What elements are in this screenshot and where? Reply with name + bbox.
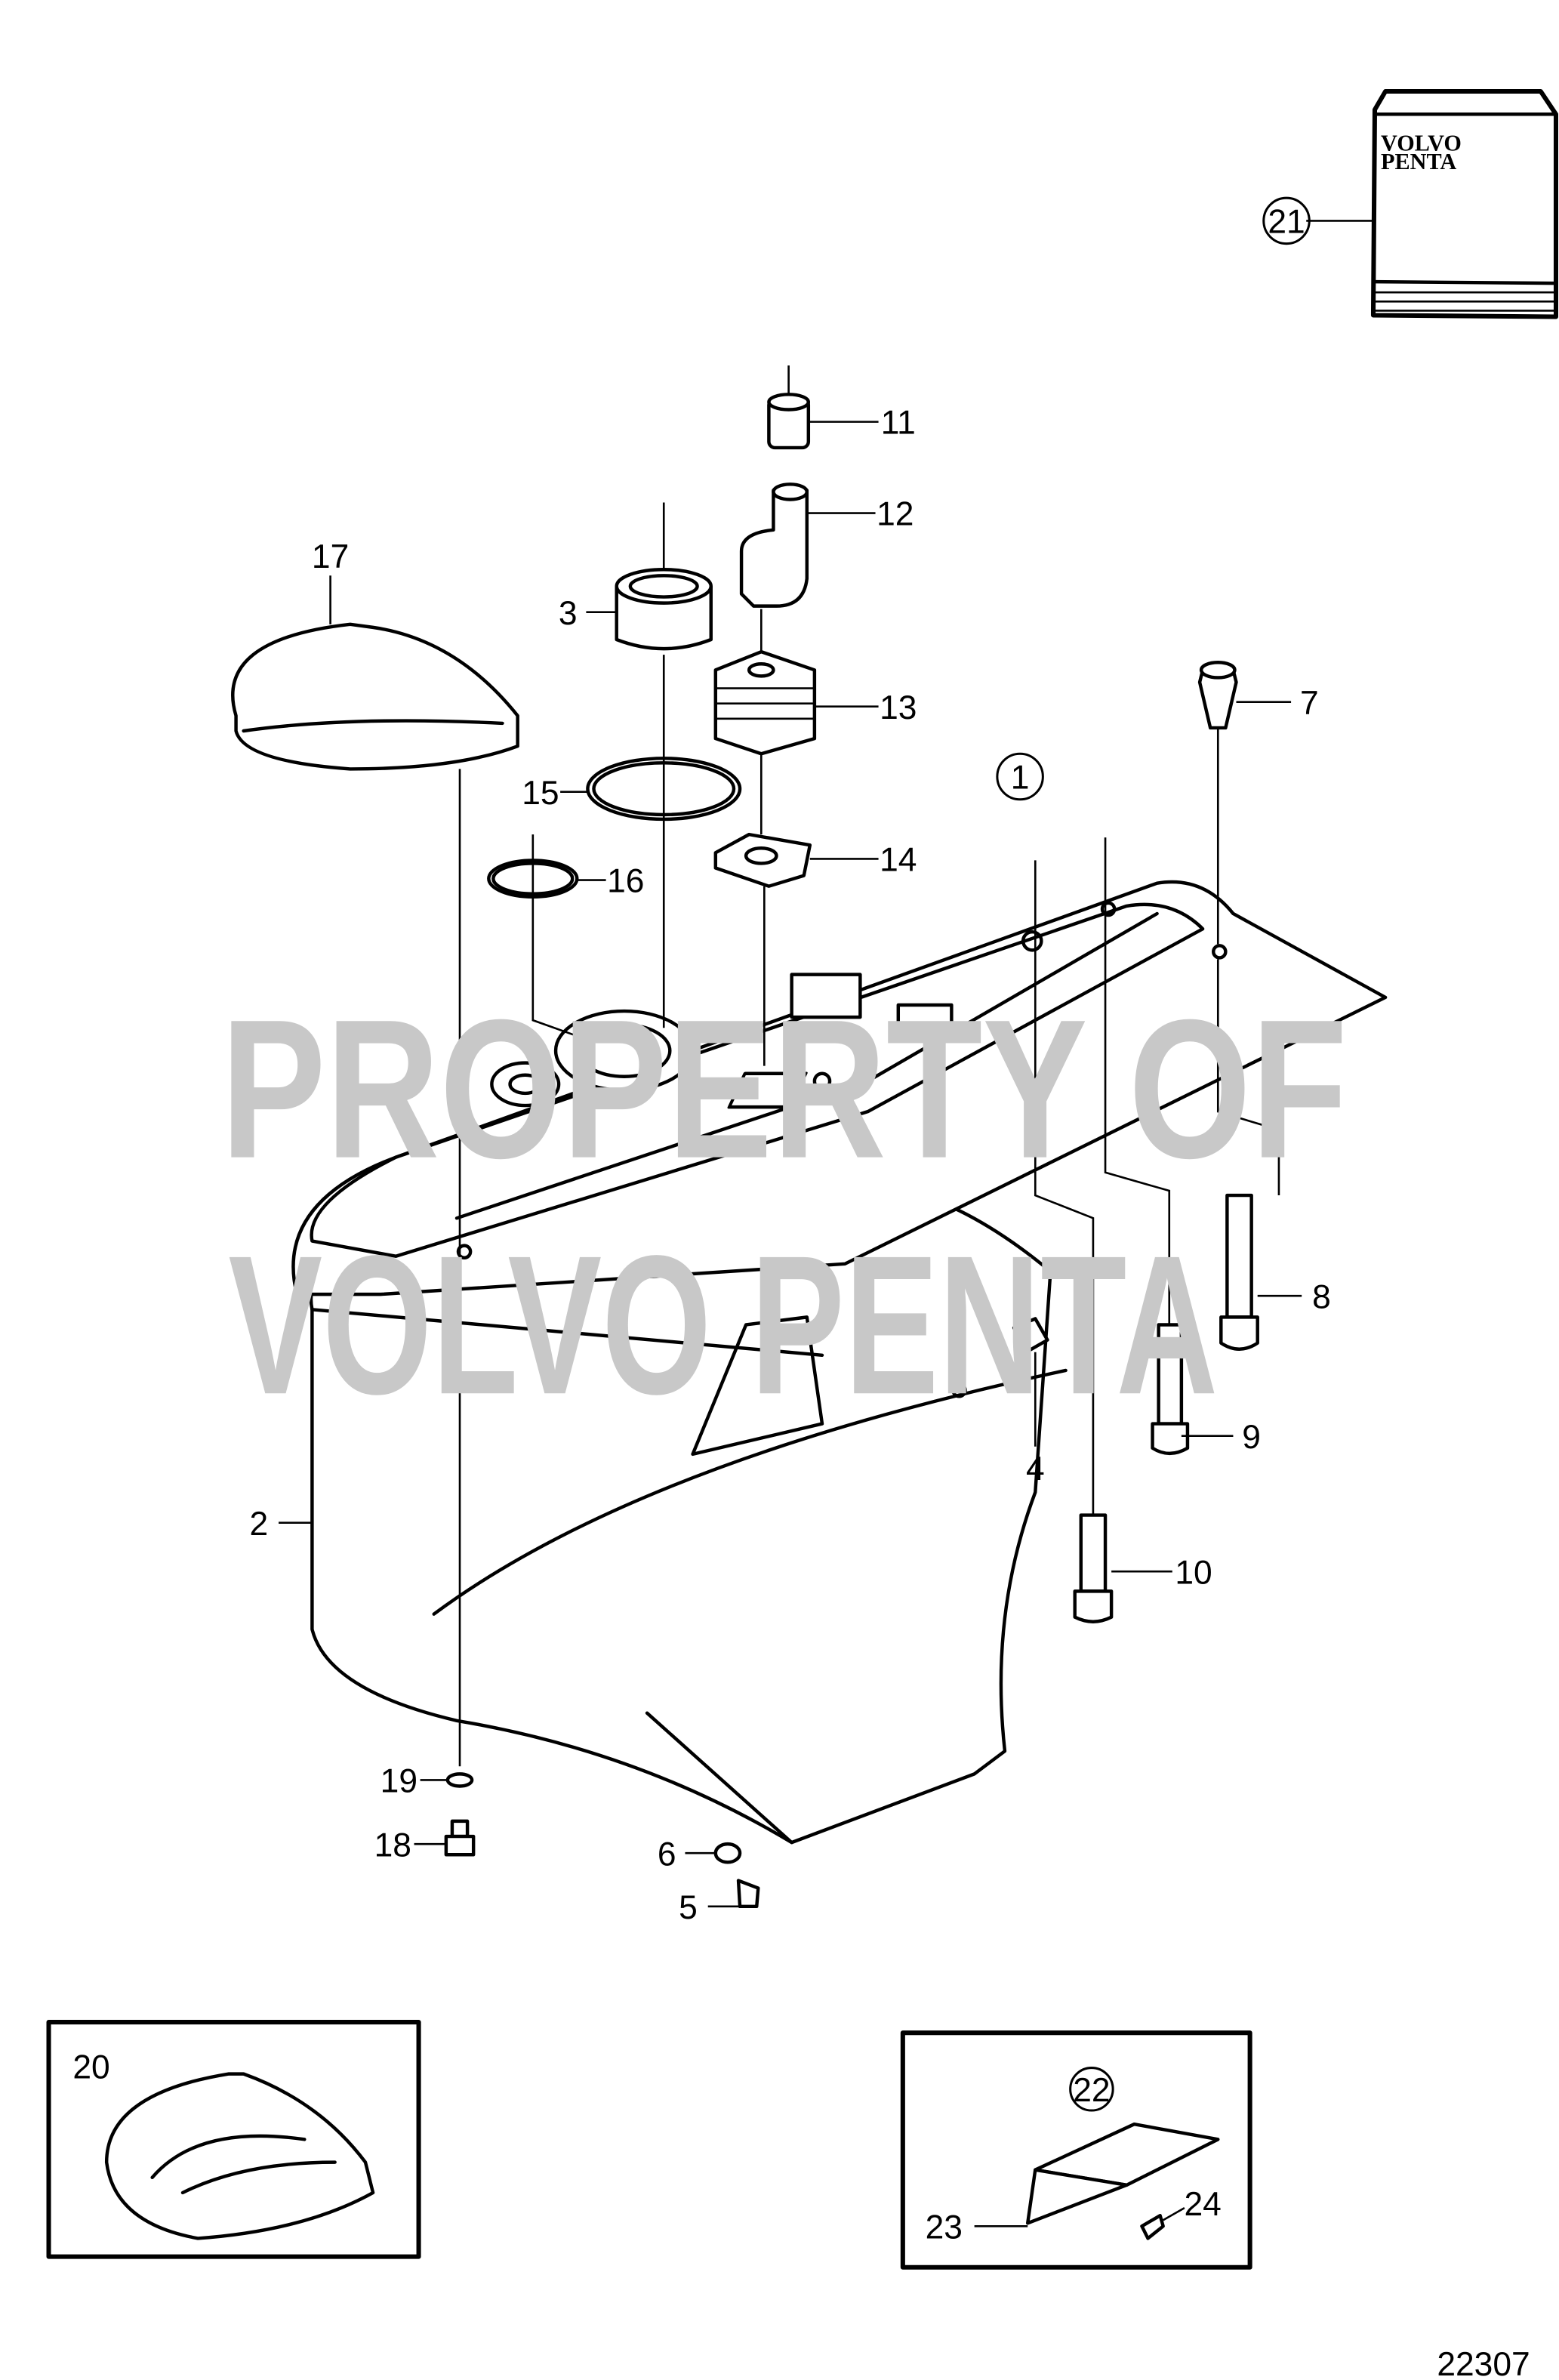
callout-3[interactable]: 3 [559, 595, 578, 632]
callout-12[interactable]: 12 [877, 496, 914, 533]
callout-16[interactable]: 16 [607, 863, 644, 900]
callout-15[interactable]: 15 [522, 775, 559, 812]
inset-20-alt-cover: 20 [46, 2020, 421, 2259]
watermark-line-2: VOLVO PENTA [228, 1214, 1218, 1435]
callout-4[interactable]: 4 [1026, 1451, 1045, 1488]
callout-13[interactable]: 13 [880, 689, 917, 726]
part-4-plug: 4 [951, 1317, 1049, 1488]
part-10-bolt: 10 [1034, 860, 1212, 1623]
callout-24[interactable]: 24 [1184, 2186, 1221, 2223]
callout-11[interactable]: 11 [881, 405, 916, 442]
part-9-bolt: 9 [1104, 837, 1261, 1456]
part-11-sleeve: 11 [767, 365, 916, 450]
callout-8[interactable]: 8 [1312, 1278, 1331, 1315]
callout-5[interactable]: 5 [679, 1889, 698, 1926]
callout-7[interactable]: 7 [1300, 685, 1319, 722]
part-17-cover: 17 [231, 538, 519, 1767]
callout-14[interactable]: 14 [880, 842, 917, 879]
callout-9[interactable]: 9 [1242, 1419, 1261, 1456]
part-7-plug: 7 [1197, 661, 1319, 945]
part-3-needle-bearing: 3 [559, 502, 713, 1028]
inset-22-kit: 22 23 24 [900, 2030, 1252, 2270]
drawing-number: 22307 [1437, 2346, 1530, 2380]
callout-23[interactable]: 23 [926, 2209, 963, 2246]
part-18-19-screw-washer: 19 18 [374, 1763, 476, 1864]
callout-10[interactable]: 10 [1175, 1554, 1212, 1591]
callout-2[interactable]: 2 [249, 1506, 268, 1543]
callout-21[interactable]: 21 [1268, 204, 1305, 241]
callout-6[interactable]: 6 [658, 1836, 676, 1873]
watermark-line-1: PROPERTY OF [220, 979, 1347, 1200]
part-16-o-ring: 16 [487, 834, 644, 1037]
part-13-grommet: 13 [713, 609, 917, 756]
callout-20[interactable]: 20 [72, 2049, 109, 2086]
part-8-bolt: 8 [1216, 959, 1331, 1351]
callout-17[interactable]: 17 [312, 538, 349, 575]
callout-22[interactable]: 22 [1073, 2072, 1110, 2109]
callout-18[interactable]: 18 [374, 1827, 411, 1864]
part-2-gear-housing: 2 [249, 880, 1388, 1845]
kit-logo-volvo: VOLVO [1381, 131, 1462, 156]
callout-1[interactable]: 1 [1011, 760, 1030, 797]
part-15-o-ring: 15 [522, 757, 742, 822]
part-12-elbow-hose: 12 [739, 482, 914, 608]
kit-logo-penta: PENTA [1381, 149, 1456, 174]
watermark: PROPERTY OF VOLVO PENTA [220, 979, 1347, 1436]
part-14-seal-plate: 14 [713, 754, 917, 1066]
part-5-6-drain-screw: 6 5 [658, 1836, 760, 1926]
callout-19[interactable]: 19 [381, 1763, 417, 1800]
part-21-kit-box: VOLVO PENTA 21 [1262, 88, 1558, 319]
